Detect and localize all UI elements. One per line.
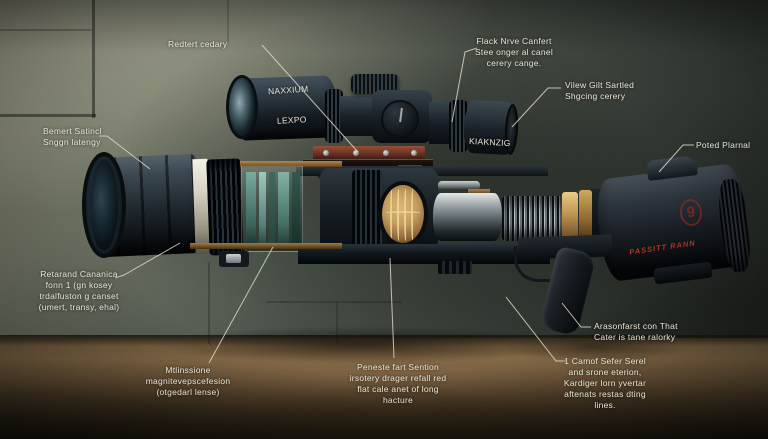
scope-mount-rail [313,146,425,160]
scope-side-gauge [381,100,419,138]
lens-element [292,172,300,246]
filament-wire [397,189,400,241]
filament-band [386,211,420,214]
annotation-bemert: Bemert Satincl Snggn latengy [43,126,102,148]
lens-element [259,172,266,246]
annotation-retarand: Retarand Cananica fonn 1 (gn kosey trdal… [38,269,120,313]
accessory-block [438,261,472,274]
annotation-redtert: Redtert cedary [168,39,228,49]
filament-wire [390,189,393,241]
lens-element [278,172,289,246]
support-foot [219,251,249,267]
annotation-mtlin: Mtlinssione magnitevepscefesion (otgedar… [145,365,231,398]
mount-screw [411,150,417,156]
filament-wire [411,189,414,241]
scope-model-text: LEXPO [276,114,307,126]
front-lens-glass [82,152,126,258]
annotation-arason: Arasonfarst con That Cater is tane ralor… [594,321,678,343]
filament-wire [404,189,407,241]
scope-tube [340,96,376,136]
mount-screw [323,150,329,156]
annotation-poted: Poted Plarnal [696,140,751,150]
mount-screw [353,150,359,156]
scope-objective-lens [226,75,258,139]
brass-bottom-rail [190,243,342,249]
annotation-camof: 1 Camof Sefer Serel and srone eterion, K… [563,356,647,411]
chrome-knurled-cylinder [502,196,564,241]
core-window [378,181,428,247]
lens-element [269,172,275,246]
wall-seam [92,0,95,118]
wall-seam [0,114,96,117]
chrome-piston [433,193,502,241]
lens-element [246,172,256,246]
wall-seam [227,0,229,42]
annotation-flack: Flack Nrve Canfert Stee onger al canel c… [475,36,553,69]
foot-insert [226,254,241,263]
annotation-vilew: Vilew Gilt Sartled Shgcing cerery [565,80,635,102]
wall-seam [266,301,402,303]
annotation-peneste: Peneste fart Sention irsotery drager ref… [349,362,447,406]
mount-screw [383,150,389,156]
gauge-needle [399,107,403,123]
wall-seam [0,29,92,31]
scope-eyepiece-text: KIAKNZIG [468,135,511,149]
knurled-gear-ring [206,158,244,256]
transparent-housing [241,165,303,252]
